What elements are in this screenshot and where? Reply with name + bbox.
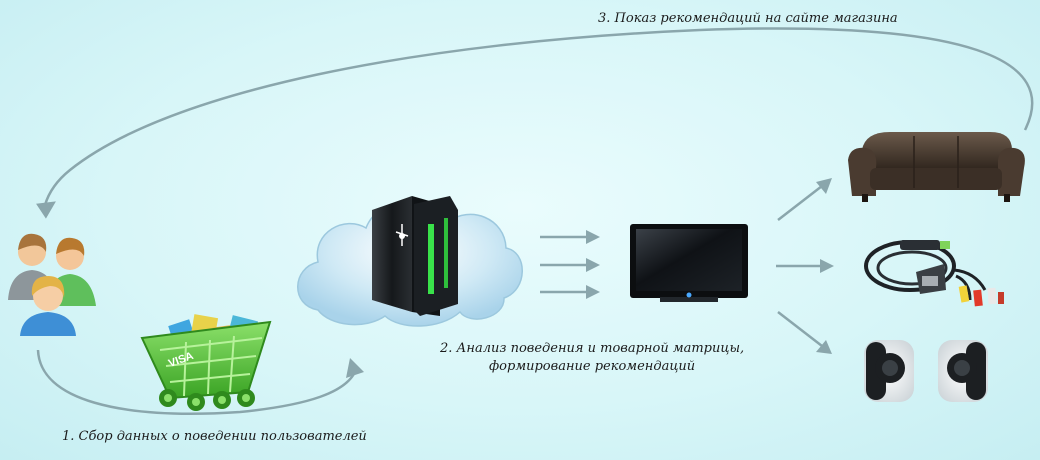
- step2-caption-line2: формирование рекомендаций: [489, 359, 696, 374]
- arc-arrow-step3: [36, 27, 1034, 219]
- shopping-cart-icon: VISA: [140, 314, 272, 411]
- step2-caption-line1: 2. Анализ поведения и товарной матрицы,: [440, 341, 745, 356]
- step1-caption: 1. Сбор данных о поведении пользователей: [62, 429, 367, 444]
- step2-caption: 2. Анализ поведения и товарной матрицы, …: [440, 340, 744, 376]
- users-icon: [8, 233, 96, 336]
- server-icon: [372, 196, 458, 316]
- arrows-to-monitor: [540, 230, 600, 299]
- speakers-icon: [864, 340, 988, 402]
- tv-monitor-icon: [630, 224, 748, 302]
- sofa-icon: [848, 132, 1025, 202]
- step3-caption: 3. Показ рекомендаций на сайте магазина: [598, 11, 898, 26]
- arc-arrow-step1: [36, 349, 364, 415]
- cable-icon: [864, 240, 1004, 307]
- arrows-to-products: [776, 178, 834, 354]
